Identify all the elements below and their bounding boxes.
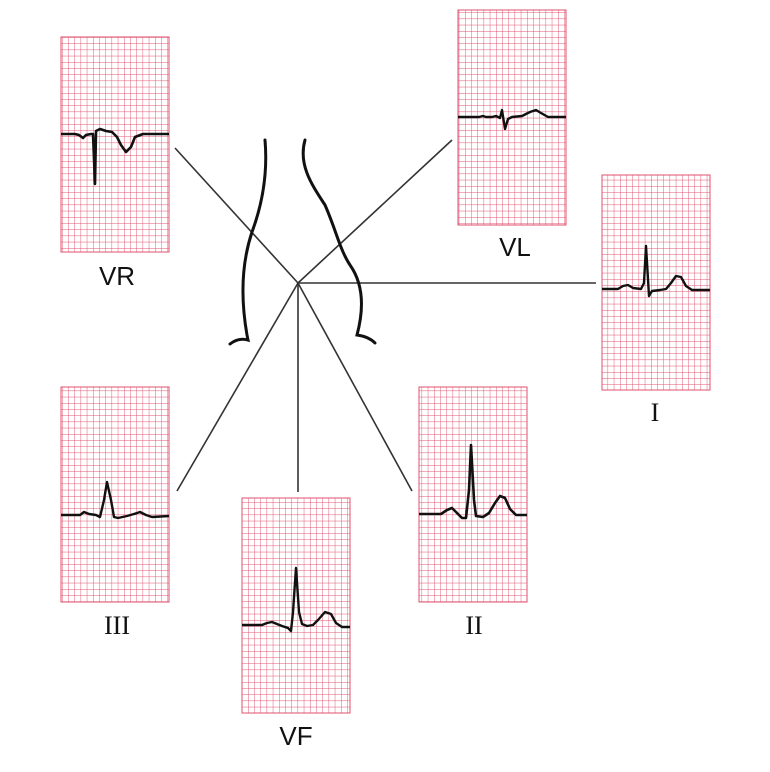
- ecg-trace: [242, 566, 350, 633]
- lead-i-panel: I: [601, 174, 711, 427]
- lead-ii-panel: II: [418, 386, 528, 640]
- lead-label-ii: II: [465, 611, 482, 640]
- ecg-grid: [241, 497, 351, 714]
- ecg-trace: [458, 108, 566, 131]
- lead-label-vf: VF: [279, 721, 312, 751]
- axis-line-vl: [297, 139, 453, 284]
- ecg-trace: [61, 127, 169, 186]
- ecg-trace: [602, 244, 710, 298]
- ecg-grid: [601, 174, 711, 391]
- ecg-trace: [419, 443, 527, 520]
- ecg-trace: [61, 480, 170, 520]
- ecg-grid: [60, 386, 170, 603]
- ecg-grid: [60, 36, 170, 253]
- lead-label-vl: VL: [499, 232, 531, 262]
- lead-vr-panel: VR: [60, 36, 170, 291]
- axis-line-ii: [297, 282, 413, 492]
- axis-line-vr: [174, 147, 299, 284]
- lead-vl-panel: VL: [457, 9, 567, 262]
- body-outline-icon: [228, 138, 377, 346]
- axis-line-iii: [176, 282, 299, 492]
- lead-iii-panel: III: [60, 386, 170, 640]
- lead-axis-lines: [174, 139, 596, 492]
- lead-label-i: I: [651, 398, 660, 427]
- lead-vf-panel: VF: [241, 497, 351, 751]
- lead-label-vr: VR: [99, 261, 135, 291]
- lead-label-iii: III: [104, 611, 130, 640]
